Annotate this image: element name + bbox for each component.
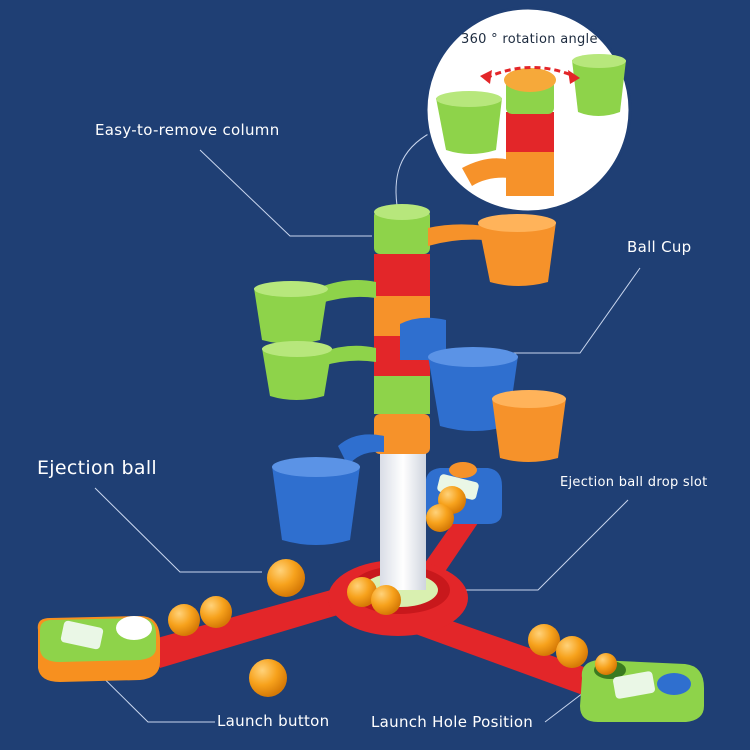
cup-green-2 — [262, 348, 332, 400]
cup-green-1 — [254, 288, 328, 344]
label-rotation-angle: 360 ° rotation angle — [461, 32, 598, 47]
ball — [200, 596, 232, 628]
ball — [371, 585, 401, 615]
game-sticker-right — [613, 671, 655, 699]
column-segment-5 — [374, 376, 430, 414]
inset-cup-right — [572, 60, 626, 116]
ball — [595, 653, 617, 675]
cup-arm-blue-2 — [338, 434, 384, 466]
label-ejection-ball: Ejection ball — [37, 457, 158, 479]
rotation-arrow-head-right-icon — [568, 70, 580, 84]
cup-orange-top-rim — [478, 214, 556, 232]
cup-green-2-rim — [262, 341, 332, 357]
cup-arm-green-2 — [322, 345, 376, 366]
cup-blue-1-rim — [428, 347, 518, 367]
inset-column-orange — [506, 152, 554, 196]
rotation-arrow-icon — [485, 66, 575, 80]
leader-column — [199, 149, 372, 237]
base-arm-right — [410, 610, 610, 702]
leader-rotation-inset — [395, 131, 433, 213]
cup-orange-top — [478, 222, 556, 286]
cup-green-1-rim — [254, 281, 328, 297]
cup-arm-green-1 — [318, 280, 376, 304]
column-segment-2 — [374, 254, 430, 296]
label-ejection-ball-drop-slot: Ejection ball drop slot — [560, 475, 708, 490]
cup-blue-2-rim — [272, 457, 360, 477]
column-segment-6 — [374, 414, 430, 454]
ball — [347, 577, 377, 607]
ball — [249, 659, 287, 697]
inset-cup-left-rim — [436, 91, 502, 107]
inset-cup-left — [436, 98, 502, 154]
column-pole — [380, 440, 426, 590]
cup-blue-2 — [272, 466, 360, 545]
cup-orange-lower-rim — [492, 390, 566, 408]
ball — [267, 559, 305, 597]
cup-arm-blue-1 — [400, 317, 446, 360]
leader-ejection-ball — [94, 487, 262, 573]
base-arm-back — [420, 510, 480, 582]
ball — [426, 504, 454, 532]
column — [374, 204, 430, 590]
inset-column-cap — [504, 68, 556, 92]
inset-arm-orange — [462, 158, 510, 186]
inset-cup-right-rim — [572, 54, 626, 68]
leader-ball-cup — [500, 267, 641, 354]
rotation-arrow-head-left-icon — [480, 70, 492, 84]
launch-button-left — [116, 616, 152, 640]
label-ball-cup: Ball Cup — [627, 238, 692, 256]
rotation-inset — [424, 6, 632, 214]
ball — [556, 636, 588, 668]
launch-button-right — [657, 673, 691, 695]
launch-button-back — [449, 462, 477, 478]
leader-drop-slot — [452, 499, 629, 591]
cup-arm-orange-top — [428, 224, 485, 246]
column-top — [374, 204, 430, 220]
label-launch-button: Launch button — [217, 712, 330, 730]
base-arm-left — [150, 582, 368, 668]
ball-cups — [254, 214, 566, 545]
ejection-balls — [168, 486, 617, 697]
inset-column-red — [506, 112, 554, 152]
ball — [168, 604, 200, 636]
ball — [528, 624, 560, 656]
cup-orange-lower — [492, 398, 566, 462]
label-launch-hole-position: Launch Hole Position — [371, 713, 534, 731]
label-easy-to-remove-column: Easy-to-remove column — [95, 121, 280, 139]
column-segment-1 — [374, 210, 430, 254]
game-sticker-left — [60, 620, 104, 650]
